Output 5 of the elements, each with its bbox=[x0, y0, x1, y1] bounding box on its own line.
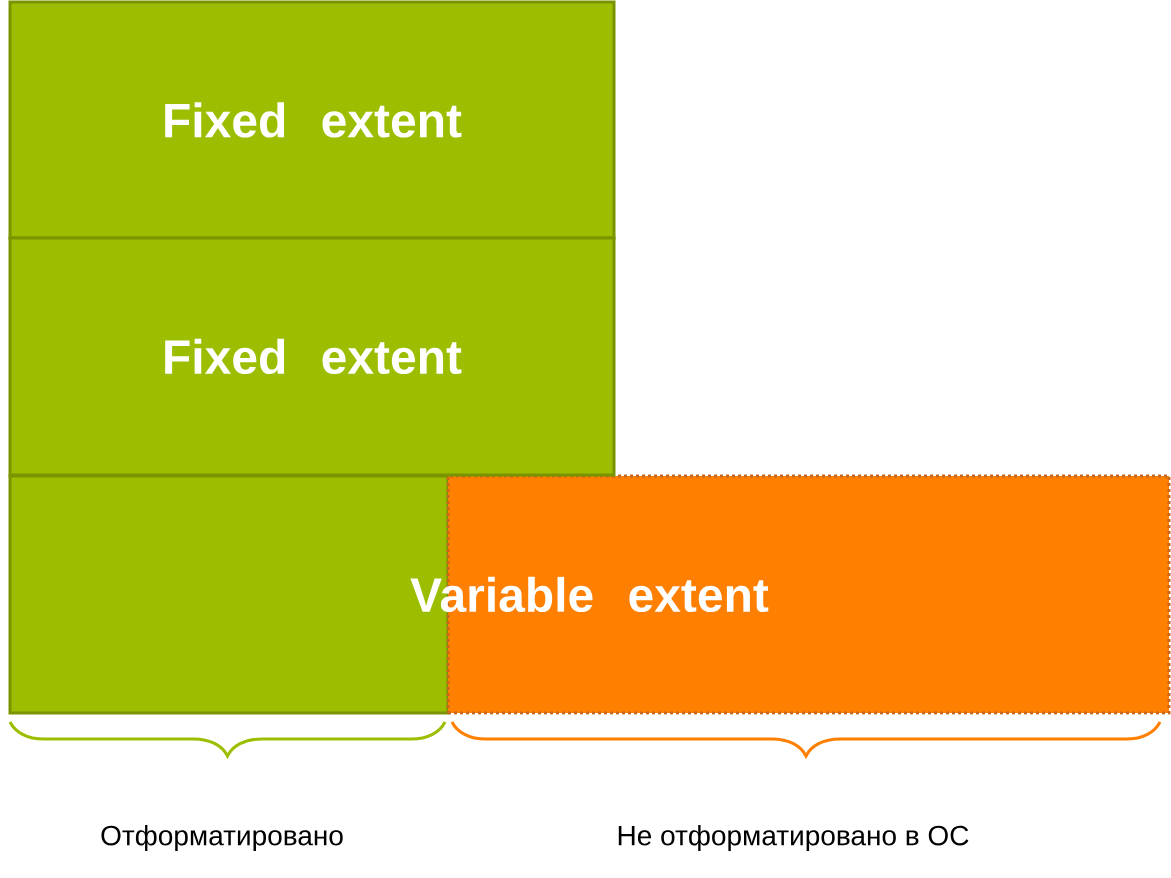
extent-block: Fixed extent bbox=[8, 236, 616, 477]
area-label: Не отформатировано в ОС bbox=[618, 824, 969, 852]
extent-label: Variable extent bbox=[410, 576, 769, 613]
area-label: Отформатировано bbox=[101, 824, 343, 852]
extent-block: Fixed extent bbox=[8, 0, 616, 240]
